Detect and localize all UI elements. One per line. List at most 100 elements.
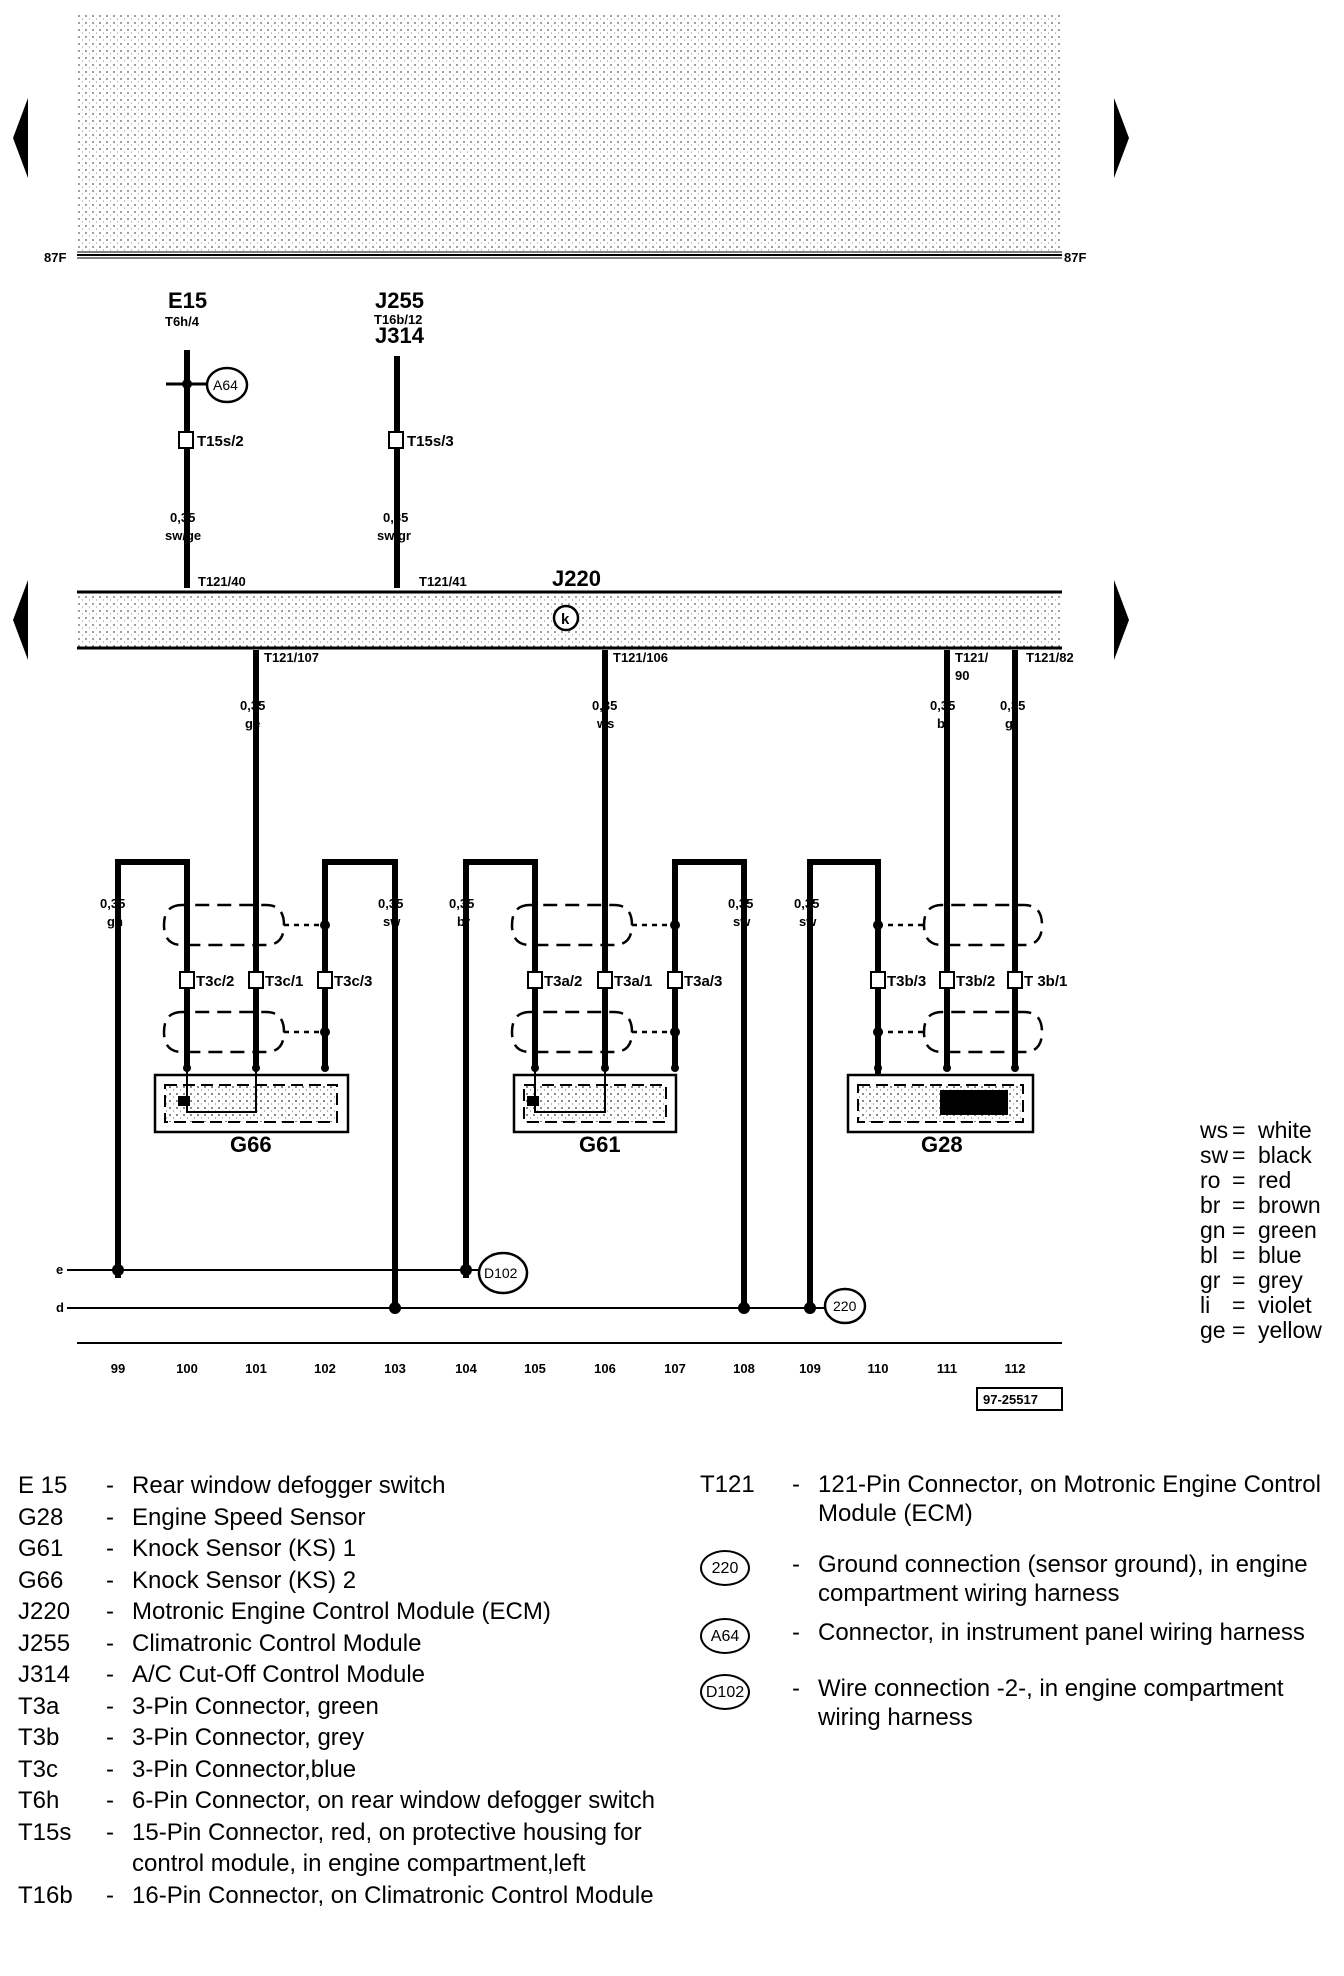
legend-code: T6h — [18, 1787, 60, 1814]
wire-sw2-color: sw — [733, 914, 751, 929]
legend-code: G61 — [18, 1535, 64, 1562]
e15-label: E15 — [168, 288, 207, 313]
t121-82-label: T121/82 — [1026, 650, 1074, 665]
g66-label: G66 — [230, 1132, 272, 1157]
legend-code: J314 — [18, 1661, 71, 1688]
prev-page-arrow-mid[interactable] — [13, 580, 28, 660]
d102-symbol — [477, 1251, 529, 1295]
legend-desc: Rear window defogger switch — [132, 1472, 446, 1499]
legend-desc: 15-Pin Connector, red, on protective hou… — [132, 1818, 642, 1878]
a64-symbol — [205, 366, 249, 404]
t3a2-label: T3a/2 — [544, 973, 582, 990]
legend-symbol-d102: D102 — [700, 1674, 750, 1710]
color-key-row: ws=white — [1200, 1117, 1312, 1143]
g66-shield — [115, 859, 398, 1308]
j255-label: J255 — [375, 288, 424, 313]
t3c1-label: T3c/1 — [265, 973, 303, 990]
legend-symbol-a64: A64 — [700, 1618, 750, 1654]
t3b2-label: T3b/2 — [956, 973, 995, 990]
e15-pin: T6h/4 — [165, 314, 200, 329]
column-number: 101 — [245, 1361, 267, 1376]
wire-sw1-color: sw — [383, 914, 401, 929]
t3b1-label: T 3b/1 — [1024, 973, 1067, 990]
legend-row: T3a-3-Pin Connector, green — [18, 1691, 658, 1723]
figure-id-box — [976, 1387, 1063, 1411]
bus-87f-label-left: 87F — [44, 250, 66, 265]
g61-label: G61 — [579, 1132, 621, 1157]
figure-id: 97-25517 — [983, 1392, 1038, 1407]
legend-desc: A/C Cut-Off Control Module — [132, 1661, 426, 1688]
t121-90-label: T121/ — [955, 650, 989, 665]
t3b3-label: T3b/3 — [887, 973, 926, 990]
t121-107-label: T121/107 — [264, 650, 319, 665]
color-key-row: br=brown — [1200, 1192, 1321, 1218]
wire-sw1-size: 0,35 — [378, 896, 403, 911]
wire-sw3-size: 0,35 — [794, 896, 819, 911]
t3c3-label: T3c/3 — [334, 973, 372, 990]
legend-row: T15s-15-Pin Connector, red, on protectiv… — [18, 1817, 658, 1880]
column-number: 109 — [799, 1361, 821, 1376]
wire-ge-size: 0,35 — [240, 698, 265, 713]
legend-code: J220 — [18, 1598, 71, 1625]
legend-desc: 6-Pin Connector, on rear window defogger… — [132, 1787, 655, 1814]
legend-code: T3c — [18, 1755, 59, 1783]
legend-desc: Knock Sensor (KS) 2 — [132, 1566, 357, 1594]
color-abbr: gn — [1200, 1217, 1226, 1243]
color-abbr: ge — [1200, 1317, 1226, 1343]
color-name: white — [1258, 1117, 1312, 1143]
t121-40-label: T121/40 — [198, 574, 246, 589]
g28-sensor — [846, 1073, 1035, 1134]
legend-code: T16b — [18, 1881, 73, 1909]
next-page-arrow-mid[interactable] — [1114, 580, 1129, 660]
column-number: 103 — [384, 1361, 406, 1376]
next-page-arrow-top[interactable] — [1114, 98, 1129, 178]
t15s3-label: T15s/3 — [407, 433, 454, 450]
legend-code: T15s — [18, 1818, 72, 1846]
color-name: green — [1258, 1217, 1317, 1243]
j220-label: J220 — [552, 566, 601, 591]
legend-code-t121: T121 — [700, 1471, 755, 1498]
color-name: grey — [1258, 1267, 1303, 1293]
prev-page-arrow-top[interactable] — [13, 98, 28, 178]
wire-br-size: 0,35 — [449, 896, 474, 911]
color-abbr: sw — [1200, 1142, 1229, 1168]
d102-label: D102 — [484, 1265, 518, 1281]
legend-code: T3a — [18, 1692, 60, 1720]
column-number: 112 — [1005, 1361, 1026, 1376]
legend-desc: Engine Speed Sensor — [132, 1503, 366, 1531]
legend-desc: Climatronic Control Module — [132, 1629, 422, 1657]
color-key-row: sw=black — [1200, 1142, 1312, 1168]
column-number: 99 — [111, 1361, 125, 1376]
column-number: 108 — [733, 1361, 755, 1376]
wire-sw3-color: sw — [799, 914, 817, 929]
wire-br-color: br — [457, 914, 470, 929]
legend-desc: 3-Pin Connector,blue — [132, 1755, 357, 1783]
legend-code: T3b — [18, 1724, 60, 1751]
column-number: 102 — [314, 1361, 336, 1376]
g66-sensor — [153, 1068, 350, 1134]
t3a1-label: T3a/1 — [614, 973, 652, 990]
legend-code: G66 — [18, 1566, 64, 1594]
color-name: violet — [1258, 1292, 1312, 1318]
legend-desc-d102: Wire connection -2-, in engine compartme… — [818, 1675, 1284, 1731]
column-number: 107 — [664, 1361, 686, 1376]
color-key-row: ro=red — [1200, 1167, 1292, 1193]
legend-row: T6h-6-Pin Connector, on rear window defo… — [18, 1785, 658, 1817]
bus-e-label: e — [56, 1262, 63, 1277]
wire-gn-size: 0,35 — [100, 896, 125, 911]
j255-pin: T16b/12 — [374, 312, 422, 327]
wire1-color: sw/ge — [165, 528, 201, 543]
color-abbr: li — [1200, 1292, 1211, 1318]
column-number: 105 — [524, 1361, 546, 1376]
legend-desc-a64: Connector, in instrument panel wiring ha… — [818, 1619, 1305, 1646]
wire2-color: sw/gr — [377, 528, 411, 543]
j314-label: J314 — [375, 323, 425, 348]
legend-symbol-220: 220 — [700, 1550, 750, 1586]
t121-90-num: 90 — [955, 668, 969, 683]
legend-code: J255 — [18, 1629, 71, 1657]
g61-sensor — [512, 1068, 678, 1134]
legend-row: G66-Knock Sensor (KS) 2 — [18, 1565, 658, 1597]
